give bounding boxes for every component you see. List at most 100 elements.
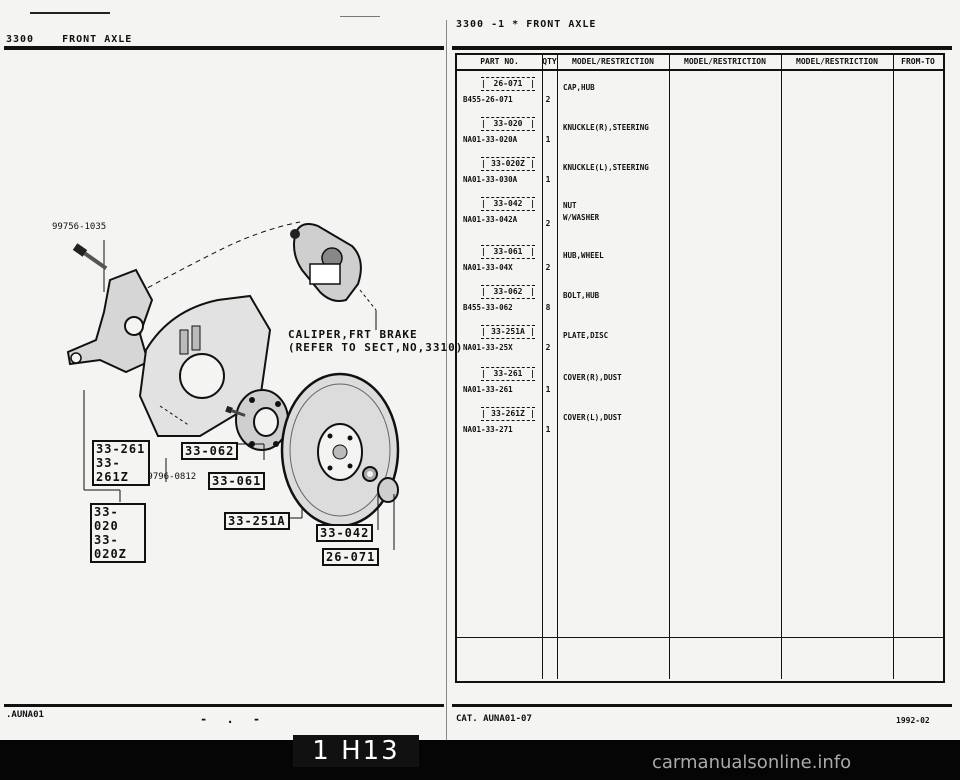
scan-artifact (340, 16, 380, 17)
part-desc: PLATE,DISC (563, 331, 609, 340)
part-code: NA01-33-25X (463, 343, 513, 352)
section-title: FRONT AXLE (62, 34, 133, 45)
part-code: NA01-33-020A (463, 135, 518, 144)
footer-date: 1992-02 (896, 716, 930, 725)
bolt-part-label: 99756-1035 (52, 222, 107, 232)
header-rule (452, 46, 952, 50)
part-ref: 33-261 (481, 367, 535, 381)
table-row: 33-062 B455-33-062 8 BOLT,HUB (457, 285, 943, 325)
table-row: 26-071 B455-26-071 2 CAP,HUB (457, 77, 943, 117)
header-model: MODEL/RESTRICTION (572, 57, 654, 66)
header-part-no: PART NO. (480, 57, 519, 66)
caliper-icon (290, 223, 362, 302)
table-row: 33-251A NA01-33-25X 2 PLATE,DISC (457, 325, 943, 365)
part-code: NA01-33-271 (463, 425, 513, 434)
footer-rule (4, 704, 444, 707)
part-code: NA01-33-042A (463, 215, 518, 224)
table-row: 33-261 NA01-33-261 1 COVER(R),DUST (457, 367, 943, 407)
page-index-tab: 1 H13 (293, 735, 419, 767)
part-desc: KNUCKLE(L),STEERING (563, 163, 649, 172)
section-code: 3300 (6, 34, 35, 45)
part-desc: W/WASHER (563, 213, 600, 222)
part-ref: 33-251A (481, 325, 535, 339)
table-row: 33-061 NA01-33-04X 2 HUB,WHEEL (457, 245, 943, 285)
part-callout: 33-251A (224, 512, 290, 530)
hub-cap-icon (377, 477, 399, 503)
part-qty: 8 (545, 303, 551, 312)
part-callout: 33-261Z (96, 456, 129, 484)
steering-knuckle-icon (66, 268, 154, 374)
hub-icon (235, 389, 289, 451)
part-code: NA01-33-261 (463, 385, 513, 394)
section-header-left: 3300 FRONT AXLE (6, 34, 132, 45)
part-qty: 2 (545, 95, 551, 104)
header-rule (4, 46, 444, 50)
table-row: 33-020 NA01-33-020A 1 KNUCKLE(R),STEERIN… (457, 117, 943, 157)
part-desc: CAP,HUB (563, 83, 595, 92)
part-code: B455-33-062 (463, 303, 513, 312)
part-callout: 26-071 (322, 548, 380, 566)
table-header-row: PART NO. QTY MODEL/RESTRICTION MODEL/RES… (457, 55, 943, 71)
part-ref: 33-020 (481, 117, 535, 131)
part-ref: 33-042 (481, 197, 535, 211)
part-code: B455-26-071 (463, 95, 513, 104)
part-desc: NUT (563, 201, 577, 210)
part-desc: BOLT,HUB (563, 291, 600, 300)
dust-cover-icon (138, 294, 272, 437)
part-callout-box: 33-261 33-261Z (92, 440, 150, 486)
part-desc: KNUCKLE(R),STEERING (563, 123, 649, 132)
part-code: NA01-33-04X (463, 263, 513, 272)
part-callout: 33-061 (208, 472, 266, 490)
caliper-label-line: (REFER TO SECT,NO,3310) (288, 341, 464, 354)
footer-catalog-code: .AUNA01 (6, 710, 44, 720)
col-qty (542, 55, 558, 679)
section-header-right: 3300 -1 * FRONT AXLE (456, 19, 597, 30)
part-code: NA01-33-030A (463, 175, 518, 184)
hub-bolt-icon (225, 405, 246, 417)
page-divider (446, 20, 447, 740)
col-model-2 (669, 55, 782, 679)
part-ref: 33-020Z (481, 157, 535, 171)
part-ref: 33-061 (481, 245, 535, 259)
header-model: MODEL/RESTRICTION (796, 57, 878, 66)
scan-artifact (30, 12, 110, 14)
part-ref: 26-071 (481, 77, 535, 91)
part-qty: 2 (545, 219, 551, 228)
parts-table: PART NO. QTY MODEL/RESTRICTION MODEL/RES… (455, 53, 945, 683)
part-qty: 1 (545, 425, 551, 434)
table-row: 33-020Z NA01-33-030A 1 KNUCKLE(L),STEERI… (457, 157, 943, 197)
part-qty: 1 (545, 175, 551, 184)
bolt-icon (72, 243, 108, 270)
part-qty: 1 (545, 135, 551, 144)
footer-marks: - . - (200, 712, 267, 726)
col-part-no (457, 55, 543, 679)
table-row: 33-042 NA01-33-042A 2 NUT W/WASHER (457, 197, 943, 237)
catalog-page: 3300 FRONT AXLE 3300 -1 * FRONT AXLE (0, 0, 960, 740)
part-callout: 33-261 (96, 442, 146, 456)
brake-disc-icon (280, 372, 400, 528)
table-row: 33-261Z NA01-33-271 1 COVER(L),DUST (457, 407, 943, 447)
part-qty: 1 (545, 385, 551, 394)
footer-rule (452, 704, 952, 707)
dashed-leader (139, 221, 301, 293)
caliper-reference-label: CALIPER,FRT BRAKE (REFER TO SECT,NO,3310… (288, 328, 463, 354)
part-desc: COVER(R),DUST (563, 373, 622, 382)
nut-icon (362, 466, 378, 482)
table-divider (457, 637, 943, 638)
part-callout: 33-062 (181, 442, 239, 460)
part-callout: 33-020Z (94, 533, 127, 561)
part-desc: COVER(L),DUST (563, 413, 622, 422)
exploded-diagram (66, 221, 400, 550)
part-callout-box: 33-020 33-020Z (90, 503, 146, 563)
header-model: MODEL/RESTRICTION (684, 57, 766, 66)
watermark: carmanualsonline.info (652, 752, 852, 773)
part-callout: 33-020 (94, 505, 119, 533)
part-qty: 2 (545, 343, 551, 352)
footer-catalog-id: CAT. AUNA01-07 (456, 714, 532, 724)
part-callout: 33-042 (316, 524, 374, 542)
part-ref: 33-261Z (481, 407, 535, 421)
col-model-3 (781, 55, 894, 679)
part-ref: 33-062 (481, 285, 535, 299)
header-from-to: FROM-TO (901, 57, 935, 66)
part-desc: HUB,WHEEL (563, 251, 604, 260)
